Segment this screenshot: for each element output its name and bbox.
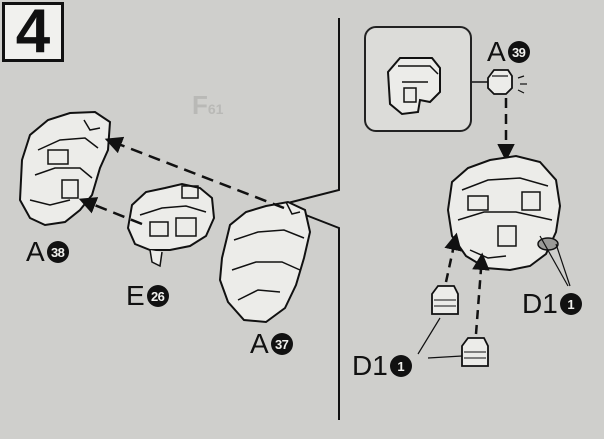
part-number-badge: 1 [559, 293, 582, 315]
part-a39-drawing [487, 69, 527, 95]
assembly-arrow-a37-to-a38 [104, 136, 285, 210]
d1-pointer-line-2 [555, 243, 571, 287]
part-number-badge: 38 [46, 241, 69, 263]
part-e26-drawing [126, 182, 216, 268]
step-number: 4 [15, 0, 51, 66]
part-number-badge: 1 [389, 355, 412, 377]
part-number-badge: 37 [270, 333, 293, 355]
part-d1-cap-1 [431, 285, 459, 315]
d1-pointer-line-1 [539, 235, 569, 287]
part-number-badge: 26 [146, 285, 169, 307]
d1-bottom-pointer-line-1 [417, 317, 441, 355]
part-a37-drawing [218, 200, 312, 324]
d1-bottom-pointer-line-2 [427, 355, 463, 359]
step-number-box: 4 [2, 0, 64, 66]
assembly-arrow-e26-to-a38 [78, 197, 143, 226]
part-a39-detail-drawing [386, 57, 441, 116]
part-d1-cap-2 [461, 337, 489, 367]
assembled-body-drawing [446, 154, 562, 272]
bleed-through-label: F61 [192, 90, 224, 120]
assembly-arrow-d1-cap-1 [444, 232, 462, 283]
part-number-badge: 39 [507, 41, 530, 63]
assembly-arrow-d1-cap-2 [472, 252, 490, 335]
part-a38-drawing [18, 110, 112, 227]
